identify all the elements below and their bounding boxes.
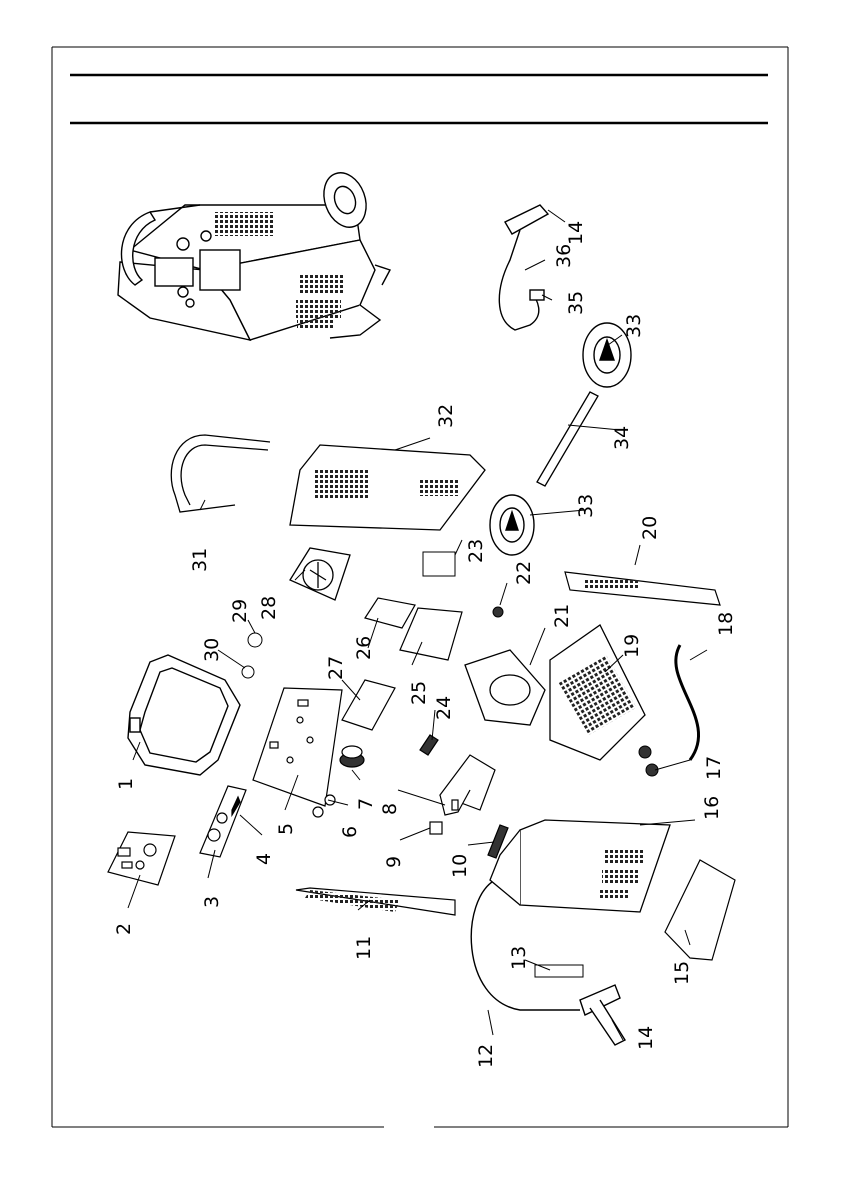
part-control-knobs bbox=[242, 633, 262, 678]
callout-22: 22 bbox=[513, 561, 535, 585]
callout-11: 11 bbox=[353, 936, 375, 960]
part-bracket bbox=[440, 755, 495, 815]
part-box-23 bbox=[423, 552, 455, 576]
callout-3: 3 bbox=[201, 896, 223, 908]
callout-10: 10 bbox=[449, 854, 471, 878]
part-small-panel bbox=[200, 786, 246, 857]
callout-5: 5 bbox=[275, 823, 297, 835]
callout-19: 19 bbox=[621, 634, 643, 658]
callout-33-lower: 33 bbox=[575, 494, 597, 518]
callout-25: 25 bbox=[408, 681, 430, 705]
callout-9: 9 bbox=[383, 856, 405, 868]
part-nut bbox=[493, 607, 503, 617]
part-electrode-cable bbox=[499, 205, 548, 330]
part-wheel-bottom bbox=[490, 495, 534, 555]
part-fan bbox=[290, 548, 350, 600]
part-rear-foot bbox=[665, 860, 735, 960]
part-mains-cable bbox=[676, 645, 699, 760]
callout-27: 27 bbox=[325, 656, 347, 680]
callout-28: 28 bbox=[258, 596, 280, 620]
callout-15: 15 bbox=[671, 961, 693, 985]
callout-1: 1 bbox=[115, 778, 137, 790]
part-side-rail-right bbox=[565, 572, 720, 605]
part-front-label bbox=[108, 832, 175, 885]
part-handle bbox=[171, 435, 270, 512]
callout-31: 31 bbox=[189, 548, 211, 572]
callout-23: 23 bbox=[465, 539, 487, 563]
callout-21: 21 bbox=[551, 604, 573, 628]
part-connectors bbox=[639, 746, 658, 776]
callout-13: 13 bbox=[508, 946, 530, 970]
callout-18: 18 bbox=[715, 612, 737, 636]
callout-35: 35 bbox=[565, 291, 587, 315]
callout-17: 17 bbox=[703, 756, 725, 780]
callout-30: 30 bbox=[201, 638, 223, 662]
part-transformer bbox=[465, 650, 545, 725]
callout-4: 4 bbox=[253, 853, 275, 865]
callout-33-upper: 33 bbox=[623, 314, 645, 338]
part-base-plate bbox=[253, 688, 342, 806]
callout-29: 29 bbox=[229, 599, 251, 623]
callout-26: 26 bbox=[353, 636, 375, 660]
callout-36: 36 bbox=[553, 244, 575, 268]
part-housing bbox=[490, 820, 670, 912]
callout-14-lower: 14 bbox=[635, 1026, 657, 1050]
callout-32: 32 bbox=[435, 404, 457, 428]
callout-7: 7 bbox=[355, 798, 377, 810]
part-top-shell bbox=[290, 445, 485, 530]
callout-34: 34 bbox=[611, 426, 633, 450]
callout-14-upper: 14 bbox=[565, 221, 587, 245]
callout-20: 20 bbox=[639, 516, 661, 540]
callout-16: 16 bbox=[701, 796, 723, 820]
callout-8: 8 bbox=[379, 803, 401, 815]
callout-24: 24 bbox=[433, 696, 455, 720]
part-front-frame bbox=[128, 655, 240, 775]
callout-2: 2 bbox=[113, 923, 135, 935]
assembled-welder bbox=[118, 167, 390, 340]
part-axle bbox=[537, 392, 598, 486]
callout-6: 6 bbox=[339, 826, 361, 838]
part-side-rail-left bbox=[296, 888, 455, 915]
callout-12: 12 bbox=[475, 1044, 497, 1068]
